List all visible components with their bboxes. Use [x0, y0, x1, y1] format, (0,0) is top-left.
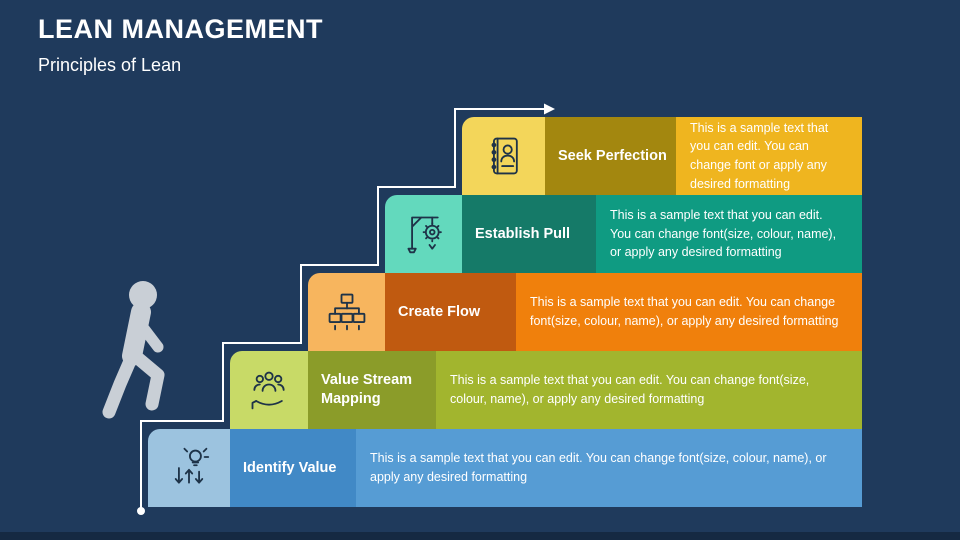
person-head [129, 281, 157, 309]
person-back-leg [102, 347, 140, 419]
org-chart-flow-icon [308, 273, 385, 351]
path-start-dot [137, 507, 145, 515]
step-description: This is a sample text that you can edit.… [436, 351, 862, 429]
step-label: Establish Pull [462, 195, 596, 273]
notebook-person-icon [462, 117, 545, 195]
person-front-leg [126, 347, 165, 411]
person-arm [133, 316, 164, 353]
step-label: Create Flow [385, 273, 516, 351]
bottom-accent-strip [0, 532, 960, 540]
page-subtitle: Principles of Lean [38, 55, 182, 75]
crane-gear-icon [385, 195, 462, 273]
step-description: This is a sample text that you can edit.… [596, 195, 862, 273]
arrow-head-icon [544, 103, 555, 115]
lightbulb-sort-arrows-icon [148, 429, 230, 507]
step-establish-pull: Establish Pull This is a sample text tha… [385, 195, 862, 273]
step-label: Identify Value [230, 429, 356, 507]
step-label: Value Stream Mapping [308, 351, 436, 429]
step-description: This is a sample text that you can edit.… [516, 273, 862, 351]
walking-person-figure [102, 281, 165, 419]
team-over-hand-icon [230, 351, 308, 429]
step-identify-value: Identify Value This is a sample text tha… [148, 429, 862, 507]
person-torso [122, 302, 151, 366]
step-seek-perfection: Seek Perfection This is a sample text th… [462, 117, 862, 195]
step-description: This is a sample text that you can edit.… [676, 117, 862, 195]
page-title: LEAN MANAGEMENT [38, 14, 323, 44]
title-block: LEAN MANAGEMENT Principles of Lean [38, 14, 323, 76]
step-description: This is a sample text that you can edit.… [356, 429, 862, 507]
step-label: Seek Perfection [545, 117, 676, 195]
step-value-stream-mapping: Value Stream Mapping This is a sample te… [230, 351, 862, 429]
step-create-flow: Create Flow This is a sample text that y… [308, 273, 862, 351]
